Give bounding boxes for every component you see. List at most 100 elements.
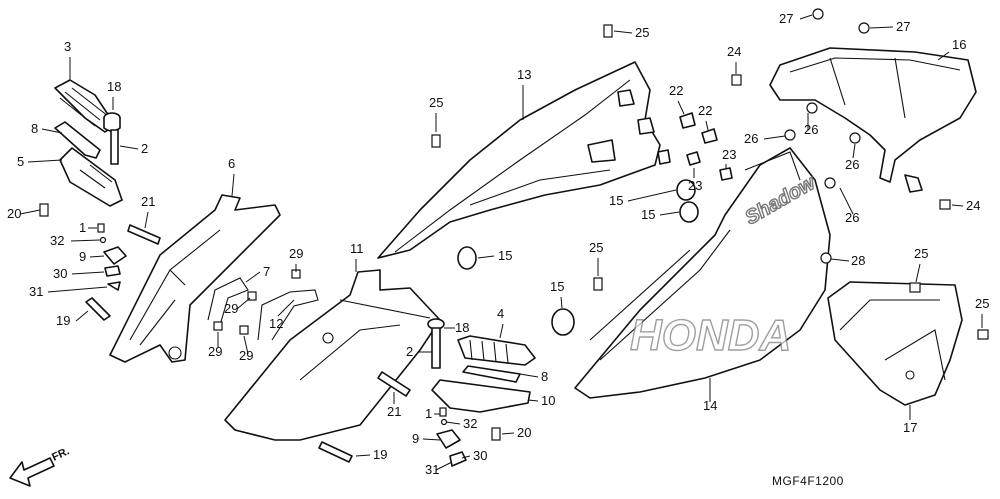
callout-27: 27 [896, 19, 910, 34]
leader-line-29 [243, 335, 249, 355]
footpeg-plate-right [462, 365, 521, 383]
callout-5: 5 [17, 154, 24, 169]
leader-line-28 [830, 258, 850, 262]
callout-17: 17 [903, 420, 917, 435]
callout-18: 18 [107, 79, 121, 94]
leader-line-8 [41, 128, 63, 134]
leader-line-7 [245, 271, 261, 283]
callout-15: 15 [498, 248, 512, 263]
callout-1: 1 [425, 406, 432, 421]
callout-24: 24 [966, 198, 980, 213]
clip-12 [257, 289, 319, 341]
callout-22: 22 [669, 83, 683, 98]
callout-10: 10 [541, 393, 555, 408]
side-cover-left [224, 269, 441, 441]
leader-line-4 [499, 323, 504, 339]
leader-line-15 [560, 296, 563, 309]
leader-line-19 [355, 454, 371, 457]
callout-16: 16 [952, 37, 966, 52]
leader-line-26 [763, 135, 786, 140]
callout-31: 31 [29, 284, 43, 299]
hardware-right [431, 8, 989, 340]
callout-21: 21 [141, 194, 155, 209]
leader-line-31 [435, 461, 453, 471]
leader-line-16 [937, 51, 950, 61]
callout-25: 25 [635, 25, 649, 40]
leader-line-21 [144, 211, 149, 229]
callout-15: 15 [609, 193, 623, 208]
pin-left [110, 129, 119, 165]
grommets [457, 179, 699, 336]
rear-fender [377, 61, 671, 259]
leader-line-30 [461, 455, 471, 459]
grab-rail [769, 47, 977, 193]
leader-line-31 [47, 286, 108, 293]
leader-line-10 [527, 399, 539, 402]
callout-26: 26 [845, 157, 859, 172]
footpeg-rubber-right [457, 335, 536, 366]
callout-31: 31 [425, 462, 439, 477]
callout-15: 15 [550, 279, 564, 294]
callout-30: 30 [473, 448, 487, 463]
callout-29: 29 [289, 246, 303, 261]
footpeg-bracket-right [431, 379, 531, 413]
leader-line-27 [869, 26, 894, 29]
callout-15: 15 [641, 207, 655, 222]
leader-line-32 [445, 421, 461, 425]
callout-20: 20 [7, 206, 21, 221]
small-parts-left [85, 223, 161, 321]
frame-bracket-left [109, 194, 281, 363]
callout-3: 3 [64, 39, 71, 54]
front-direction-label: FR. [50, 445, 71, 463]
callout-23: 23 [688, 178, 702, 193]
leader-line-5 [27, 159, 63, 163]
leader-line-29 [236, 297, 251, 310]
callout-25: 25 [914, 246, 928, 261]
leader-line-22 [705, 120, 709, 131]
leader-line-20 [19, 209, 41, 215]
leader-line-25 [613, 30, 633, 34]
leader-line-27 [799, 14, 813, 20]
leader-line-15 [477, 255, 495, 259]
callout-21: 21 [387, 404, 401, 419]
bolt-20-left [39, 203, 49, 217]
footpeg-bracket-left [59, 147, 123, 207]
leader-line-12 [277, 299, 295, 317]
leader-line-22 [677, 100, 685, 115]
callout-27: 27 [779, 11, 793, 26]
callout-23: 23 [722, 147, 736, 162]
screws-29 [213, 269, 301, 335]
callout-32: 32 [50, 233, 64, 248]
callout-8: 8 [541, 369, 548, 384]
callout-14: 14 [703, 398, 717, 413]
bolts-right [318, 371, 501, 467]
callout-1: 1 [79, 220, 86, 235]
leader-line-24 [951, 204, 964, 207]
callout-26: 26 [845, 210, 859, 225]
leader-lines [19, 14, 983, 471]
callout-25: 25 [429, 95, 443, 110]
callout-22: 22 [698, 103, 712, 118]
callout-29: 29 [239, 348, 253, 363]
callout-2: 2 [406, 344, 413, 359]
callout-32: 32 [463, 416, 477, 431]
callout-9: 9 [79, 249, 86, 264]
leader-line-9 [422, 438, 441, 441]
leader-line-30 [71, 271, 105, 275]
callout-18: 18 [455, 320, 469, 335]
callout-7: 7 [263, 264, 270, 279]
callout-26: 26 [744, 131, 758, 146]
footpeg-cap-right [427, 318, 445, 369]
rear-cowl: Shadow HONDA [574, 147, 831, 399]
callout-12: 12 [269, 316, 283, 331]
figure-code: MGF4F1200 [772, 474, 844, 488]
callout-2: 2 [141, 141, 148, 156]
callout-25: 25 [589, 240, 603, 255]
brand-logo: HONDA [630, 311, 791, 360]
callout-20: 20 [517, 425, 531, 440]
callout-26: 26 [804, 122, 818, 137]
footpeg-plate-left [54, 121, 101, 159]
footpeg-cap-left [103, 112, 121, 132]
